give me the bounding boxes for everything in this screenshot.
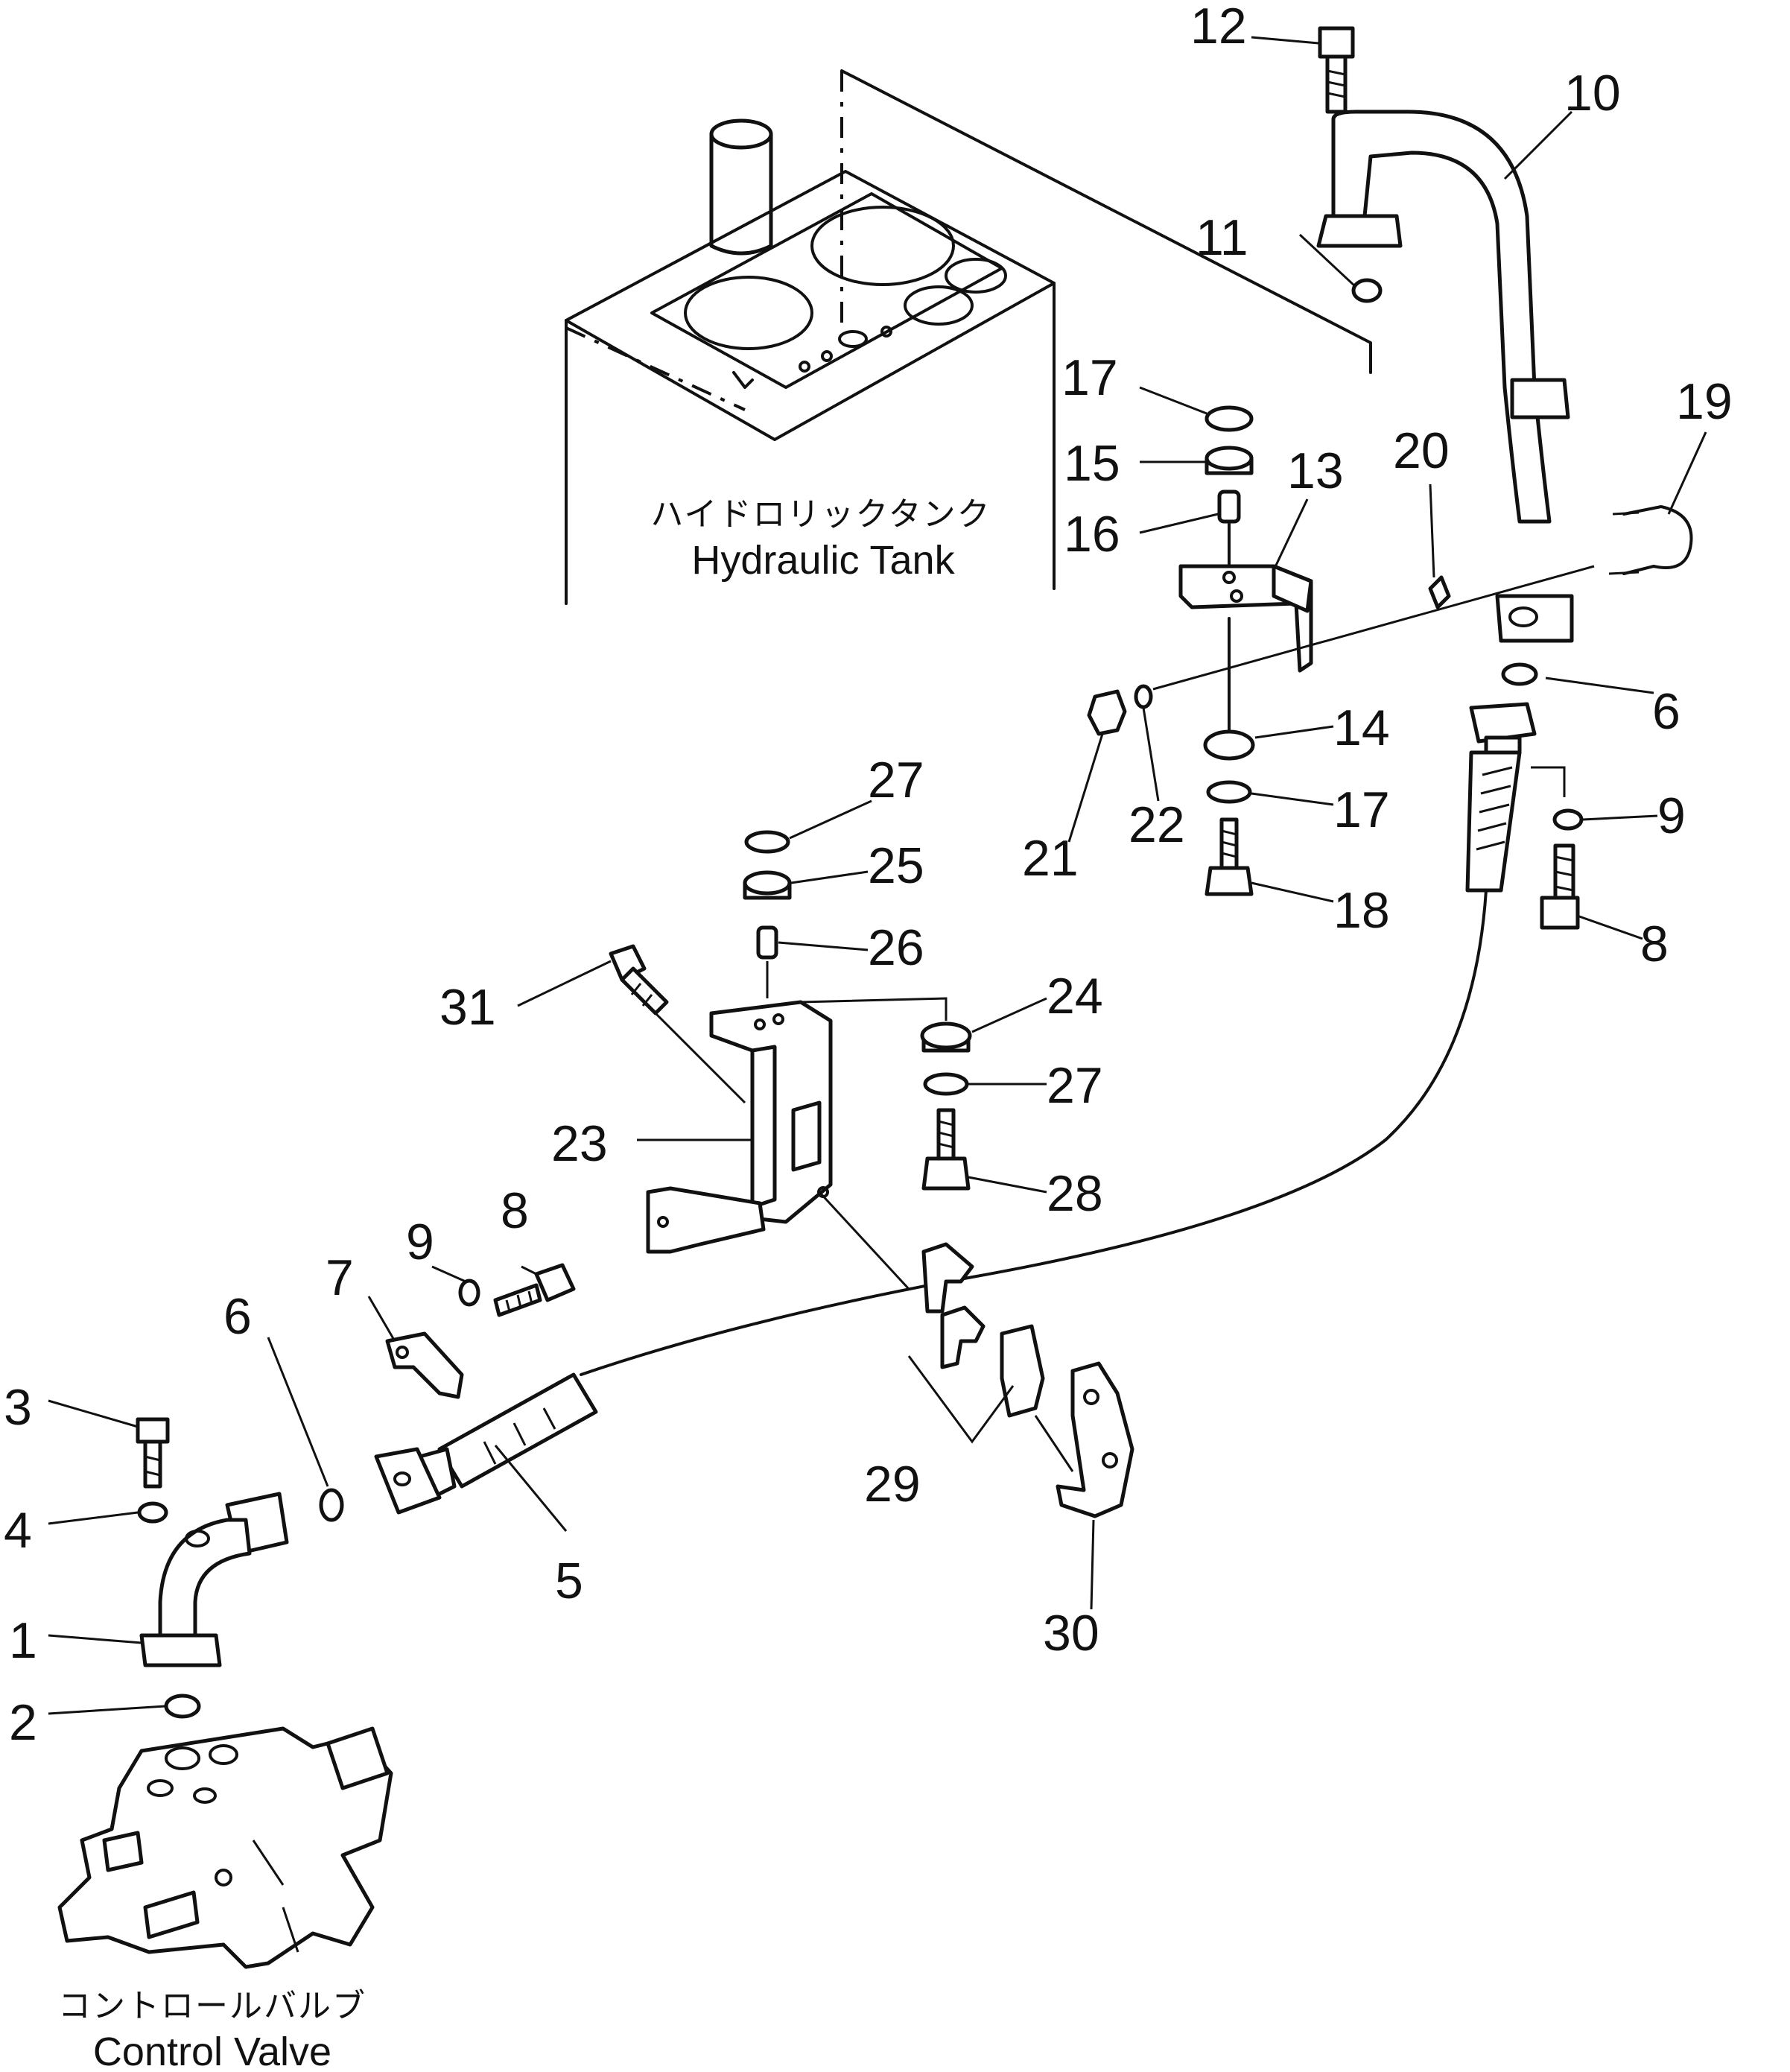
washer-17-top xyxy=(1205,405,1254,432)
label-31: 31 xyxy=(439,979,496,1036)
o-ring-6-left xyxy=(319,1488,344,1522)
label-10: 10 xyxy=(1564,65,1621,121)
o-ring-2 xyxy=(164,1694,201,1719)
clamp-29 xyxy=(907,1242,1045,1444)
washer-9-left xyxy=(458,1279,480,1307)
label-5: 5 xyxy=(555,1553,583,1609)
label-14: 14 xyxy=(1333,700,1390,756)
control-valve xyxy=(57,1726,393,1969)
label-7: 7 xyxy=(326,1249,354,1306)
washer-4 xyxy=(137,1501,168,1524)
label-22: 22 xyxy=(1129,796,1185,853)
label-19: 19 xyxy=(1676,373,1733,430)
label-26: 26 xyxy=(868,919,924,976)
label-1: 1 xyxy=(9,1612,37,1669)
label-15: 15 xyxy=(1064,435,1120,492)
washer-22 xyxy=(1134,684,1153,709)
bolt-28 xyxy=(921,1108,971,1191)
collar-16 xyxy=(1217,490,1241,524)
label-8-right: 8 xyxy=(1640,916,1669,972)
washer-27-bottom xyxy=(923,1072,969,1096)
elbow-1 xyxy=(139,1492,289,1667)
bracket-30 xyxy=(1034,1361,1134,1518)
bolt-8-left xyxy=(493,1263,576,1317)
hose-5-lower xyxy=(374,1372,598,1515)
label-6-right: 6 xyxy=(1652,683,1680,740)
part-labels: 12 10 11 17 20 19 13 15 16 6 14 22 21 17… xyxy=(4,0,1733,1751)
bolt-31 xyxy=(609,944,746,1104)
washer-9-right xyxy=(1552,808,1584,831)
label-13: 13 xyxy=(1287,443,1344,499)
label-4: 4 xyxy=(4,1502,32,1559)
bracket-13 xyxy=(1178,564,1313,673)
tank-caption-en: Hydraulic Tank xyxy=(691,538,955,583)
bushing-24 xyxy=(920,1021,972,1050)
label-28: 28 xyxy=(1047,1165,1103,1222)
clamp-7 xyxy=(385,1331,464,1399)
key-20 xyxy=(1428,575,1451,609)
label-8-left: 8 xyxy=(501,1182,529,1239)
label-3: 3 xyxy=(4,1379,32,1436)
label-23: 23 xyxy=(551,1115,608,1172)
valve-caption-jp: コントロールバルブ xyxy=(58,1987,366,2025)
bolt-18 xyxy=(1205,817,1254,896)
label-9-left: 9 xyxy=(406,1214,434,1270)
o-ring-6-right xyxy=(1501,662,1538,686)
label-27-top: 27 xyxy=(868,752,924,808)
label-30: 30 xyxy=(1043,1605,1099,1661)
bolt-3 xyxy=(136,1417,170,1489)
tank-caption-jp: ハイドロリックタンク xyxy=(650,495,991,533)
label-12: 12 xyxy=(1190,0,1247,54)
bolt-8-right xyxy=(1540,843,1580,930)
label-17-top: 17 xyxy=(1061,349,1118,406)
washer-17-bottom xyxy=(1206,780,1252,804)
collar-26 xyxy=(756,925,778,960)
label-18: 18 xyxy=(1333,882,1390,939)
label-21: 21 xyxy=(1022,830,1079,887)
o-ring-11 xyxy=(1351,278,1383,303)
hose-5-line xyxy=(580,889,1488,1376)
label-6-left: 6 xyxy=(223,1288,252,1345)
hose-upper-fitting xyxy=(1465,702,1537,893)
bushing-25 xyxy=(743,870,792,896)
label-27-bottom: 27 xyxy=(1047,1057,1103,1114)
label-29: 29 xyxy=(864,1456,921,1512)
valve-caption-en: Control Valve xyxy=(93,2030,331,2072)
label-24: 24 xyxy=(1047,968,1103,1024)
bracket-23 xyxy=(646,997,948,1290)
label-11: 11 xyxy=(1196,209,1248,266)
label-25: 25 xyxy=(868,837,924,894)
tube-10 xyxy=(1316,110,1574,643)
label-20: 20 xyxy=(1393,422,1450,479)
bushing-14 xyxy=(1203,729,1255,761)
label-16: 16 xyxy=(1064,506,1120,563)
leader-lines xyxy=(48,36,1707,1715)
label-17-bottom: 17 xyxy=(1333,782,1390,838)
washer-27-top xyxy=(744,830,790,854)
hydraulic-tank xyxy=(565,69,1372,605)
label-2: 2 xyxy=(9,1694,37,1751)
nut-21 xyxy=(1087,689,1127,736)
bolt-12 xyxy=(1318,26,1355,114)
label-9-right: 9 xyxy=(1657,788,1686,844)
u-bolt-19 xyxy=(1622,505,1693,575)
